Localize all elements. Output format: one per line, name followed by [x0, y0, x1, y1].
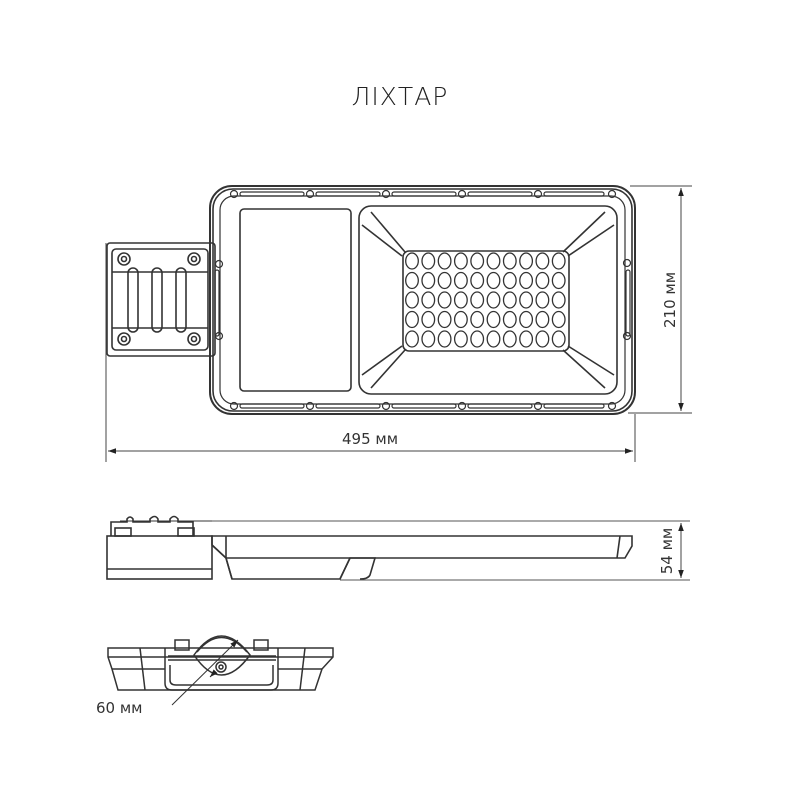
diagram-title: ЛІХТАР	[351, 82, 449, 111]
led-icon	[502, 291, 517, 309]
pole-diameter-label: 60 мм	[96, 699, 143, 717]
led-icon	[421, 271, 436, 290]
led-icon	[421, 291, 436, 309]
led-icon	[502, 252, 517, 270]
led-icon	[453, 271, 468, 290]
dimension-lines-top	[105, 185, 692, 462]
led-icon	[437, 330, 452, 348]
led-icon	[519, 252, 534, 270]
led-icon	[486, 271, 501, 290]
led-icon	[405, 330, 419, 348]
led-icon	[502, 271, 517, 290]
led-icon	[470, 271, 485, 290]
mounting-bracket	[106, 242, 216, 357]
led-icon	[535, 271, 550, 290]
led-icon	[421, 310, 436, 329]
led-icon	[519, 330, 534, 348]
led-icon	[486, 291, 501, 309]
led-icon	[437, 271, 452, 290]
front-view	[107, 635, 334, 706]
led-icon	[535, 252, 550, 270]
led-icon	[405, 271, 419, 290]
led-icon	[437, 291, 452, 309]
led-icon	[535, 310, 550, 329]
led-icon	[535, 330, 550, 348]
led-icon	[519, 271, 534, 290]
led-icon	[453, 252, 468, 270]
led-icon	[453, 291, 468, 309]
led-icon	[437, 310, 452, 329]
led-icon	[502, 310, 517, 329]
led-icon	[551, 310, 566, 329]
led-icon	[486, 310, 501, 329]
led-icon	[502, 330, 517, 348]
led-icon	[486, 252, 501, 270]
led-icon	[421, 252, 436, 270]
led-icon	[551, 252, 566, 270]
width-dimension-label: 210 мм	[661, 272, 679, 328]
led-icon	[453, 330, 468, 348]
top-view	[106, 185, 636, 415]
length-dimension-label: 495 мм	[342, 430, 398, 448]
led-icon	[535, 291, 550, 309]
led-icon	[421, 330, 436, 348]
led-icon	[405, 310, 419, 329]
led-icon	[519, 310, 534, 329]
led-icon	[519, 291, 534, 309]
led-icon	[551, 271, 566, 290]
led-icon	[470, 330, 485, 348]
led-icon	[486, 330, 501, 348]
led-icon	[470, 310, 485, 329]
led-icon	[405, 291, 419, 309]
led-icon	[437, 252, 452, 270]
side-view	[106, 515, 690, 581]
led-icon	[551, 291, 566, 309]
led-icon	[551, 330, 566, 348]
height-dimension-label: 54 мм	[658, 528, 676, 575]
led-icon	[453, 310, 468, 329]
led-icon	[405, 252, 419, 270]
led-icon	[470, 291, 485, 309]
led-icon	[470, 252, 485, 270]
